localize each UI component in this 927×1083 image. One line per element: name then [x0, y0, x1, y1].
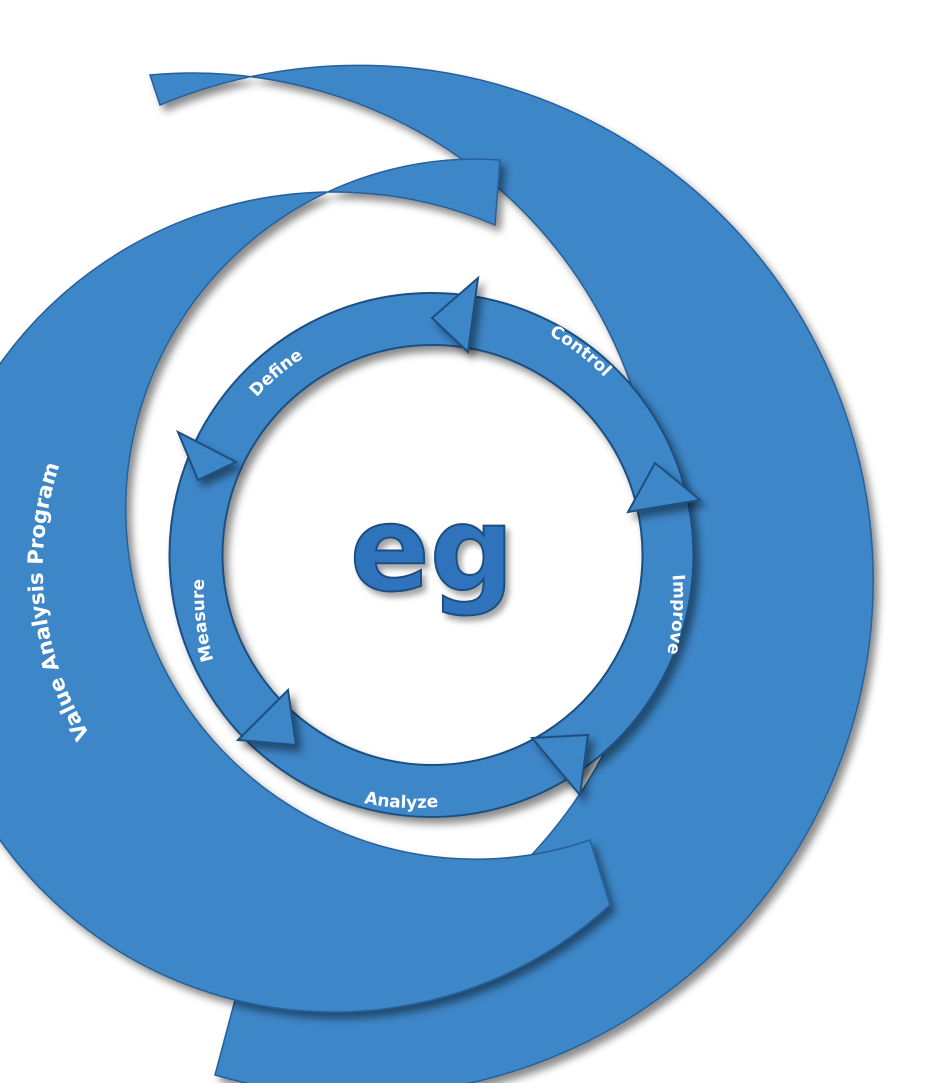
middle-band [0, 158, 611, 1013]
arrowhead-measure [176, 429, 239, 482]
outer-band [148, 64, 874, 1083]
arrowhead-define [430, 275, 480, 355]
center-logo: eg [350, 480, 515, 618]
cycle-ring-band [168, 292, 695, 818]
cycle-ring [168, 292, 695, 818]
arrowhead-control [626, 461, 703, 514]
arrowhead-analyze [235, 687, 298, 747]
middle-band-arc [0, 158, 611, 1013]
arrowhead-improve [529, 733, 590, 798]
outer-band-arc [148, 64, 874, 1083]
cycle-arrowheads [176, 275, 703, 798]
